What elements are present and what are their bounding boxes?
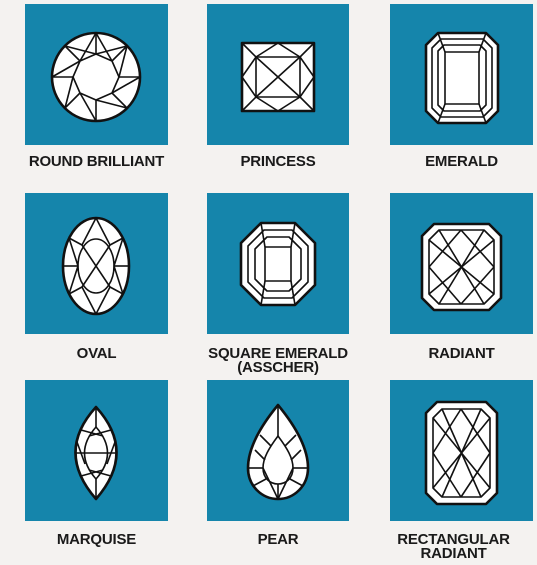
tile-emerald — [390, 4, 533, 145]
marquise-icon — [25, 380, 168, 521]
asscher-icon — [207, 193, 349, 334]
tile-princess — [207, 4, 349, 145]
shape-label: RADIANT — [371, 347, 537, 361]
shape-label: MARQUISE — [6, 533, 187, 547]
pear-icon — [207, 380, 349, 521]
tile-rectangular-radiant — [390, 380, 533, 521]
shape-label: ROUND BRILLIANT — [6, 155, 187, 169]
radiant-icon — [390, 193, 533, 334]
shape-label: RECTANGULAR RADIANT — [371, 533, 536, 561]
shape-label-line2: (ASSCHER) — [188, 361, 368, 375]
tile-marquise — [25, 380, 168, 521]
shape-label: SQUARE EMERALD (ASSCHER) — [188, 347, 368, 375]
shape-label: OVAL — [6, 347, 187, 361]
rectangular-radiant-icon — [390, 380, 533, 521]
tile-round-brilliant — [25, 4, 168, 145]
tile-radiant — [390, 193, 533, 334]
shape-label-line2: RADIANT — [371, 547, 536, 561]
tile-oval — [25, 193, 168, 334]
shape-label: PRINCESS — [188, 155, 368, 169]
shape-label: EMERALD — [371, 155, 537, 169]
shape-label: PEAR — [188, 533, 368, 547]
round-brilliant-icon — [25, 4, 168, 145]
emerald-icon — [390, 4, 533, 145]
princess-icon — [207, 4, 349, 145]
oval-icon — [25, 193, 168, 334]
tile-asscher — [207, 193, 349, 334]
tile-pear — [207, 380, 349, 521]
